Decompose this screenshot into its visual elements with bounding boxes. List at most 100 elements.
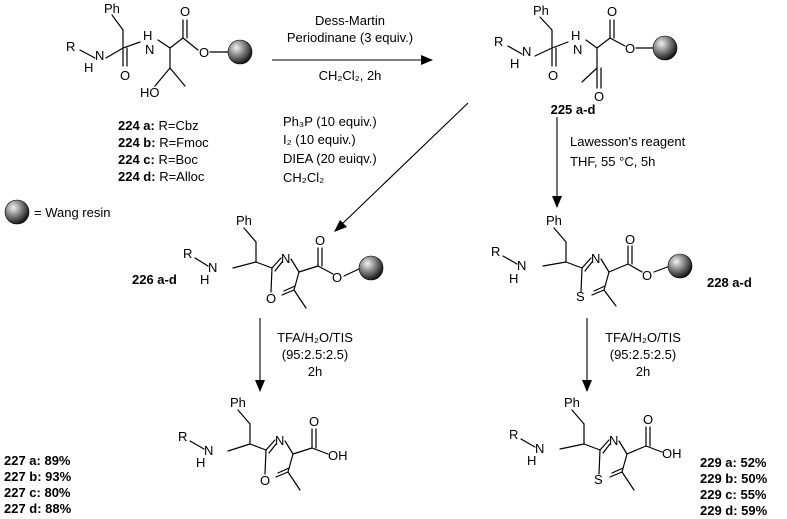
structure-227: Ph R N H N O O OH <box>178 395 348 491</box>
bond-line <box>502 255 518 265</box>
bond-line <box>194 257 209 267</box>
bond-line <box>599 439 610 451</box>
atom-oh: OH <box>662 446 682 461</box>
structure-224: Ph R N H O H N O O HO <box>66 1 253 100</box>
bond-line <box>317 265 334 275</box>
yield-229d: 229 d: 59% <box>700 503 768 518</box>
arrow-lawesson: Lawesson's reagent THF, 55 °C, 5h <box>552 117 686 208</box>
bond-line <box>271 257 282 269</box>
bond-line <box>275 471 289 478</box>
structure-228: Ph R N H N S O O <box>491 213 693 307</box>
bond-line <box>581 67 598 83</box>
bond-line <box>598 449 601 475</box>
compound-224a-group: R=Cbz <box>159 118 199 133</box>
wang-resin-bead <box>652 35 678 61</box>
compound-227-yields: 227 a: 89% 227 b: 93% 227 c: 80% 227 d: … <box>4 453 72 516</box>
atom-h: H <box>84 60 93 75</box>
yield-229c: 229 c: 55% <box>700 487 767 502</box>
svg-text:224 a: R=Cbz: 224 a: R=Cbz <box>118 118 199 133</box>
atom-ph: Ph <box>104 1 120 16</box>
atom-h: H <box>509 271 518 286</box>
bond-line <box>237 409 251 425</box>
arrow-shaft <box>340 102 469 226</box>
bond-line <box>585 39 598 49</box>
atom-h: H <box>571 28 580 43</box>
arrow-cyclodehydration: Ph₃P (10 equiv.) I₂ (10 equiv.) DIEA (20… <box>283 102 469 232</box>
wang-resin-bead <box>227 39 253 65</box>
yield-229a: 229 a: 52% <box>700 455 767 470</box>
yield-227c: 227 c: 80% <box>4 485 71 500</box>
arrow-cleavage-left: TFA/H₂O/TIS (95:2.5:2.5) 2h <box>255 318 353 392</box>
bond-line <box>283 285 296 292</box>
atom-ph: Ph <box>546 213 562 228</box>
bond-line <box>621 453 628 473</box>
reagent-cyclo-line1: Ph₃P (10 equiv.) <box>283 114 377 129</box>
atom-n: N <box>609 433 618 448</box>
bond-line <box>507 45 523 55</box>
arrow-cleavage-right: TFA/H₂O/TIS (95:2.5:2.5) 2h <box>582 318 681 392</box>
bond-line <box>584 261 593 272</box>
yield-227b: 227 b: 93% <box>4 469 72 484</box>
atom-s: S <box>576 289 585 304</box>
bond-line <box>268 443 277 454</box>
bond-line <box>232 261 257 269</box>
bond-line <box>293 289 307 309</box>
compound-224b-group: R=Fmoc <box>159 135 209 150</box>
bond-line <box>281 289 295 296</box>
compound-224c-id: 224 c: <box>118 152 155 167</box>
atom-o: O <box>607 4 617 19</box>
atom-r: R <box>183 246 192 261</box>
bond-line <box>600 258 610 273</box>
bond-line <box>565 261 583 269</box>
bond-line <box>293 271 300 291</box>
atom-r: R <box>494 34 503 49</box>
atom-h: H <box>510 56 519 71</box>
atom-h: H <box>143 28 152 43</box>
bond-line <box>169 37 184 49</box>
compound-224d-id: 224 d: <box>118 169 156 184</box>
atom-o: O <box>643 412 653 427</box>
bond-line <box>571 409 585 425</box>
arrow-head <box>334 220 347 232</box>
atom-n: N <box>95 48 104 63</box>
bond-line <box>182 37 199 51</box>
atom-h: H <box>527 453 536 468</box>
atom-n: N <box>208 260 217 275</box>
bond-line <box>105 47 124 59</box>
reagent-cleave-left-line1: TFA/H₂O/TIS <box>277 330 353 345</box>
atom-ph: Ph <box>236 213 252 228</box>
atom-n: N <box>275 433 284 448</box>
atom-o: O <box>548 68 558 83</box>
svg-text:224 c: R=Boc: 224 c: R=Boc <box>118 152 198 167</box>
wang-resin-bead <box>4 199 30 225</box>
atom-n: N <box>535 441 544 456</box>
reagent-cleave-right-line3: 2h <box>636 364 650 379</box>
atom-r: R <box>66 39 75 54</box>
atom-o: O <box>260 473 270 488</box>
bond-line <box>111 14 124 31</box>
atom-o: O <box>199 45 209 60</box>
bond-line <box>611 467 624 474</box>
reagent-cleave-right-line1: TFA/H₂O/TIS <box>605 330 681 345</box>
atom-n: N <box>204 443 213 458</box>
reagent-cleave-left-line3: 2h <box>308 364 322 379</box>
bond-line <box>292 447 313 455</box>
reagent-dmp-line3: CH₂Cl₂, 2h <box>319 68 382 83</box>
bond-line <box>157 39 171 49</box>
atom-r: R <box>178 429 187 444</box>
reagent-lawesson-line1: Lawesson's reagent <box>570 134 686 149</box>
bond-line <box>311 447 329 455</box>
bond-line <box>343 267 362 277</box>
bond-line <box>626 445 647 455</box>
bond-line <box>249 443 267 451</box>
bond-line <box>287 471 301 491</box>
atom-o: O <box>642 268 652 283</box>
bond-line <box>602 443 611 454</box>
atom-h: H <box>200 272 209 287</box>
reagent-lawesson-line2: THF, 55 °C, 5h <box>570 154 655 169</box>
arrow-head <box>421 55 433 65</box>
atom-n: N <box>145 42 154 57</box>
bond-line <box>653 265 671 273</box>
bond-line <box>608 263 629 273</box>
bond-line <box>277 467 290 474</box>
